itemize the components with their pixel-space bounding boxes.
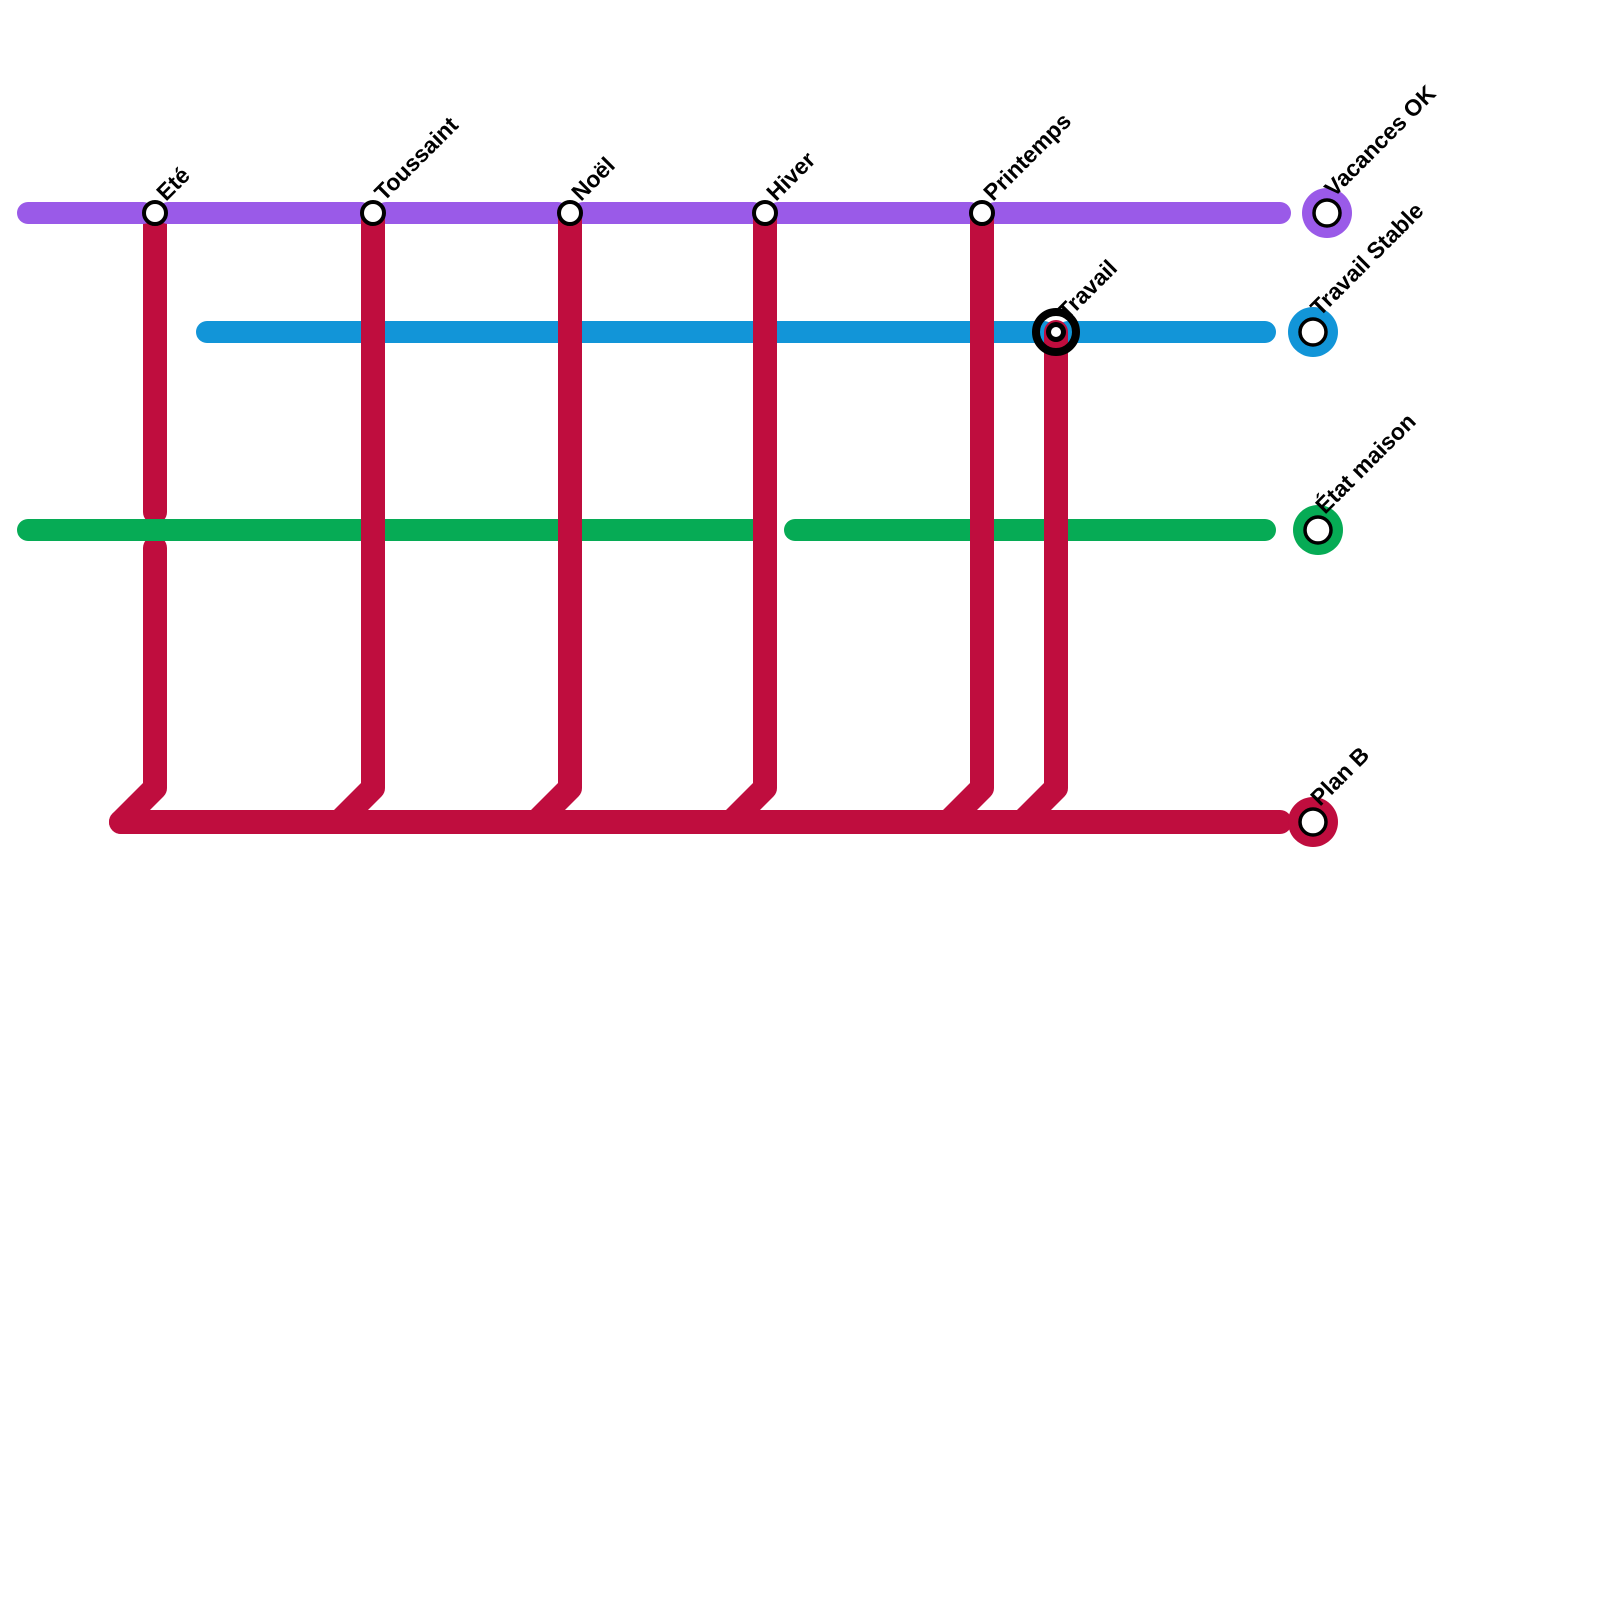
- station-dot-noel: [557, 200, 583, 226]
- terminal-vacances-ok[interactable]: [1302, 188, 1352, 238]
- station-noel[interactable]: [557, 200, 583, 226]
- terminal-etat-maison[interactable]: [1293, 505, 1343, 555]
- terminal-inner-etat-maison: [1303, 515, 1333, 545]
- station-markers: [142, 200, 1080, 356]
- station-travail[interactable]: [1032, 308, 1080, 356]
- interchange-outer-ring-travail: [1032, 308, 1080, 356]
- station-dot-hiver: [752, 200, 778, 226]
- terminal-inner-plan-b: [1298, 807, 1328, 837]
- terminal-travail-stable[interactable]: [1288, 307, 1338, 357]
- station-dot-printemps: [969, 200, 995, 226]
- station-dot-ete: [142, 200, 168, 226]
- station-hiver[interactable]: [752, 200, 778, 226]
- station-printemps[interactable]: [969, 200, 995, 226]
- terminal-inner-travail-stable: [1298, 317, 1328, 347]
- interchange-core-travail: [1051, 327, 1061, 337]
- terminal-plan-b[interactable]: [1288, 797, 1338, 847]
- line-plan-b-overpass: [109, 201, 1292, 834]
- terminal-inner-vacances-ok: [1312, 198, 1342, 228]
- station-toussaint[interactable]: [360, 200, 386, 226]
- terminal-markers: [1288, 188, 1352, 847]
- station-dot-toussaint: [360, 200, 386, 226]
- station-ete[interactable]: [142, 200, 168, 226]
